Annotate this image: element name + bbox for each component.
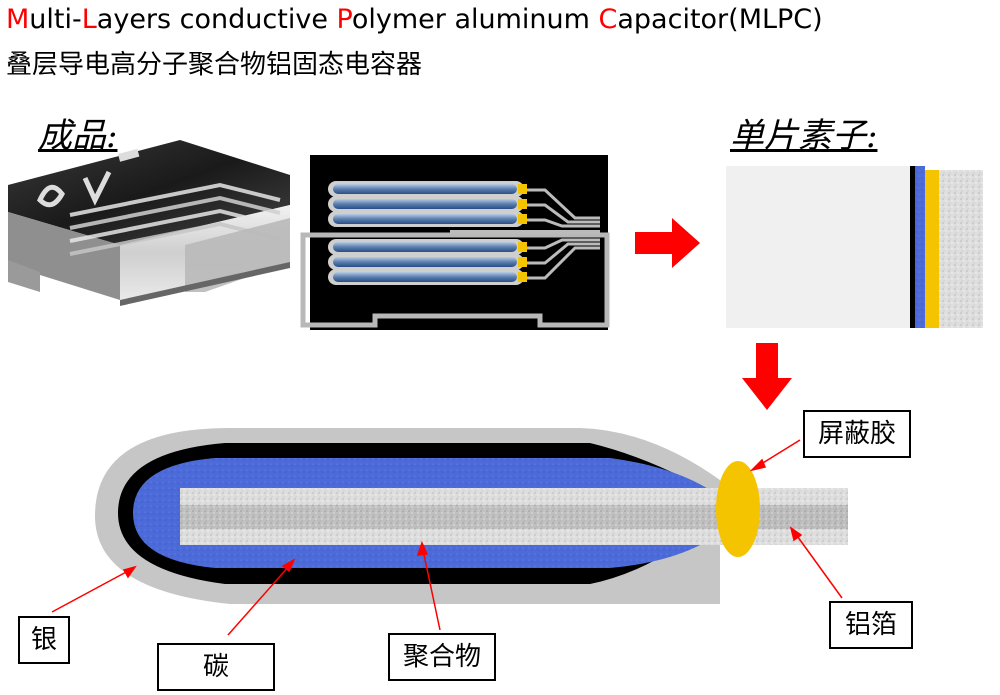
title-segment: ayers conductive xyxy=(96,4,337,35)
title-initial: C xyxy=(598,4,618,35)
single-element-diagram xyxy=(726,166,983,328)
stacked-cross-section xyxy=(300,155,610,330)
stacked-element-glue xyxy=(518,184,527,194)
title-segment: olymer aluminum xyxy=(351,4,599,35)
label-shielding-glue: 屏蔽胶 xyxy=(803,410,911,458)
leader-lines xyxy=(51,439,843,636)
element-cutaway xyxy=(95,428,848,604)
label-polymer: 聚合物 xyxy=(388,633,496,681)
single-element-label: 单片素子: xyxy=(730,116,878,156)
title-initial: P xyxy=(336,4,352,35)
label-carbon: 碳 xyxy=(157,643,275,691)
title-initial: L xyxy=(81,4,97,35)
label-aluminum-foil: 铝箔 xyxy=(829,601,913,649)
label-silver: 银 xyxy=(18,616,70,664)
title-segment: ulti- xyxy=(29,4,82,35)
stacked-element-core xyxy=(333,199,517,209)
stacked-element-core xyxy=(333,184,517,194)
finished-product-label: 成品: xyxy=(38,116,118,156)
title-english: Multi-Layers conductive Polymer aluminum… xyxy=(6,4,823,35)
stacked-element-glue xyxy=(518,272,527,282)
down-arrow xyxy=(742,343,792,410)
stacked-element-glue xyxy=(518,257,527,267)
stacked-element-core xyxy=(333,214,517,224)
stacked-element-glue xyxy=(518,242,527,252)
title-initial: M xyxy=(6,4,30,35)
capacitor-chip-photo xyxy=(8,140,290,306)
stacked-element-glue xyxy=(518,214,527,224)
title-segment: apacitor(MLPC) xyxy=(617,4,823,35)
stacked-element-glue xyxy=(518,199,527,209)
right-arrow xyxy=(635,218,700,268)
stacked-element-core xyxy=(333,272,517,282)
title-chinese: 叠层导电高分子聚合物铝固态电容器 xyxy=(6,50,423,80)
stacked-element-core xyxy=(333,242,517,252)
stacked-element-core xyxy=(333,257,517,267)
